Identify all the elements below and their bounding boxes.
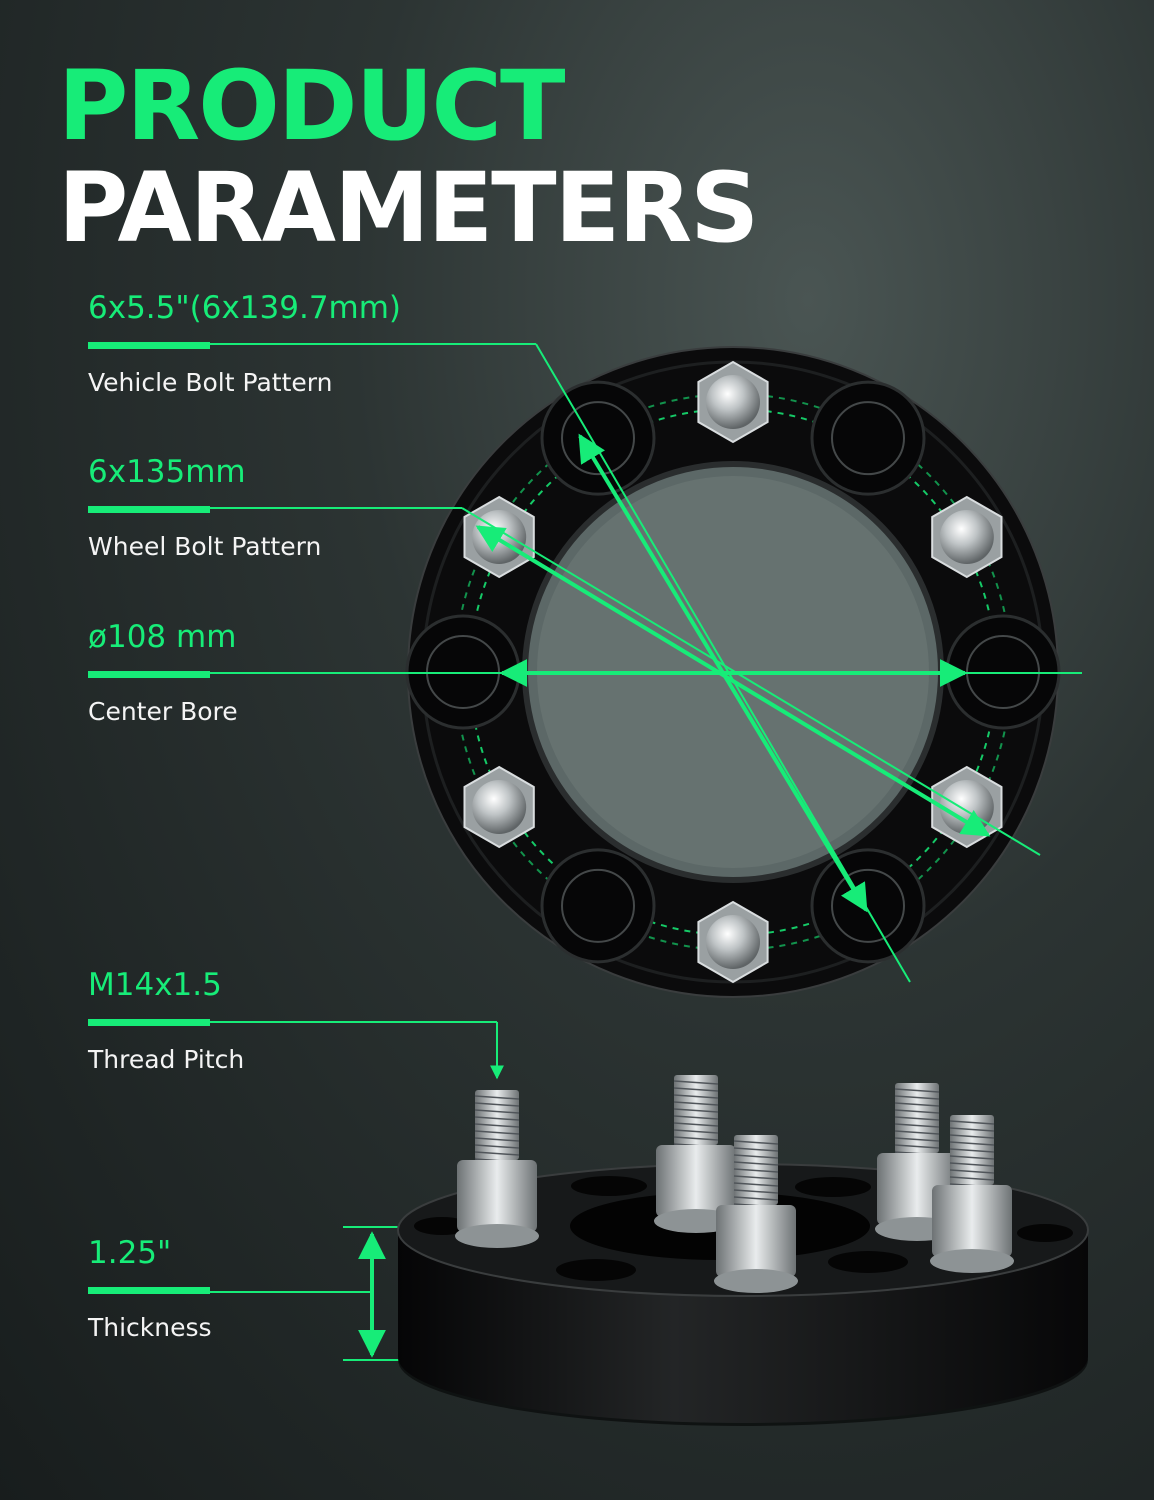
thread-line [949, 1134, 995, 1139]
thread-line [894, 1109, 940, 1114]
thread-line [673, 1115, 719, 1120]
lug-nut [457, 1160, 537, 1232]
thread-line [894, 1095, 940, 1100]
headline-line-2: PARAMETERS [58, 152, 759, 264]
accent-bar [88, 1019, 210, 1026]
thread-line [949, 1169, 995, 1174]
thread-line [733, 1168, 779, 1173]
lug-nut [716, 1205, 796, 1277]
thread-line [474, 1109, 520, 1114]
lug-nut [656, 1145, 736, 1217]
lug-nut [932, 1185, 1012, 1257]
spacer-side-view [397, 1075, 1089, 1426]
spec-wheel-bolt-pattern: 6x135mm Wheel Bolt Pattern [88, 457, 528, 559]
lug-nut-dome [706, 915, 760, 969]
lug-nut-dome [706, 375, 760, 429]
thread-line [949, 1162, 995, 1167]
lug-nut-base [714, 1269, 798, 1293]
thread-line [733, 1154, 779, 1159]
vehicle-bolt-pattern-label: Vehicle Bolt Pattern [88, 368, 333, 397]
lug-nut-base [455, 1224, 539, 1248]
thread-line [894, 1123, 940, 1128]
thread-pitch-label: Thread Pitch [88, 1045, 245, 1074]
lug-nut-dome [939, 510, 994, 564]
thread-line [949, 1127, 995, 1132]
lug-nut-dome [472, 780, 527, 834]
thickness-label: Thickness [88, 1313, 212, 1342]
thread-line [894, 1116, 940, 1121]
thread-line [949, 1120, 995, 1125]
center-bore-label: Center Bore [88, 697, 238, 726]
thread-line [733, 1182, 779, 1187]
center-bore-value: ø108 mm [88, 619, 237, 655]
thread-line [474, 1116, 520, 1121]
accent-bar [88, 506, 210, 513]
thread-line [894, 1130, 940, 1135]
thread-line [673, 1080, 719, 1085]
thread-line [733, 1189, 779, 1194]
vehicle-bolt-pattern-value: 6x5.5"(6x139.7mm) [88, 290, 402, 326]
wheel-bolt-pattern-label: Wheel Bolt Pattern [88, 532, 322, 561]
thread-line [894, 1088, 940, 1093]
thread-line [673, 1129, 719, 1134]
thread-line [673, 1094, 719, 1099]
wheel-bolt-pattern-value: 6x135mm [88, 454, 246, 490]
spec-thread-pitch: M14x1.5 Thread Pitch [88, 970, 528, 1072]
thread-line [474, 1130, 520, 1135]
spec-thickness: 1.25" Thickness [88, 1238, 528, 1340]
spec-center-bore: ø108 mm Center Bore [88, 622, 528, 724]
thread-line [733, 1175, 779, 1180]
spec-vehicle-bolt-pattern: 6x5.5"(6x139.7mm) Vehicle Bolt Pattern [88, 293, 528, 395]
thread-line [673, 1108, 719, 1113]
thread-line [673, 1101, 719, 1106]
thread-line [949, 1155, 995, 1160]
thread-line [733, 1161, 779, 1166]
headline-line-1: PRODUCT [58, 50, 565, 162]
thread-line [949, 1176, 995, 1181]
thread-line [673, 1122, 719, 1127]
accent-bar [88, 1287, 210, 1294]
thread-line [474, 1151, 520, 1156]
bolt-hole [810, 848, 926, 964]
thread-line [474, 1123, 520, 1128]
lug-nut-base [930, 1249, 1014, 1273]
accent-bar [88, 342, 210, 349]
lug-nut-dome [939, 780, 994, 834]
thickness-value: 1.25" [88, 1235, 172, 1271]
thread-line [894, 1102, 940, 1107]
thread-line [949, 1148, 995, 1153]
thread-line [733, 1147, 779, 1152]
thread-line [474, 1102, 520, 1107]
thread-line [474, 1144, 520, 1149]
thread-line [894, 1137, 940, 1142]
thread-line [673, 1087, 719, 1092]
thread-pitch-value: M14x1.5 [88, 967, 222, 1003]
thread-line [949, 1141, 995, 1146]
thread-line [894, 1144, 940, 1149]
measurement-lines [88, 343, 1082, 1361]
thread-line [733, 1140, 779, 1145]
bolt-hole [810, 380, 926, 496]
bolt-hole [540, 380, 656, 496]
thread-line [673, 1136, 719, 1141]
thread-line [474, 1137, 520, 1142]
bolt-hole [540, 848, 656, 964]
thread-line [474, 1095, 520, 1100]
thread-line [733, 1196, 779, 1201]
accent-bar [88, 671, 210, 678]
threaded-studs [455, 1075, 1014, 1293]
